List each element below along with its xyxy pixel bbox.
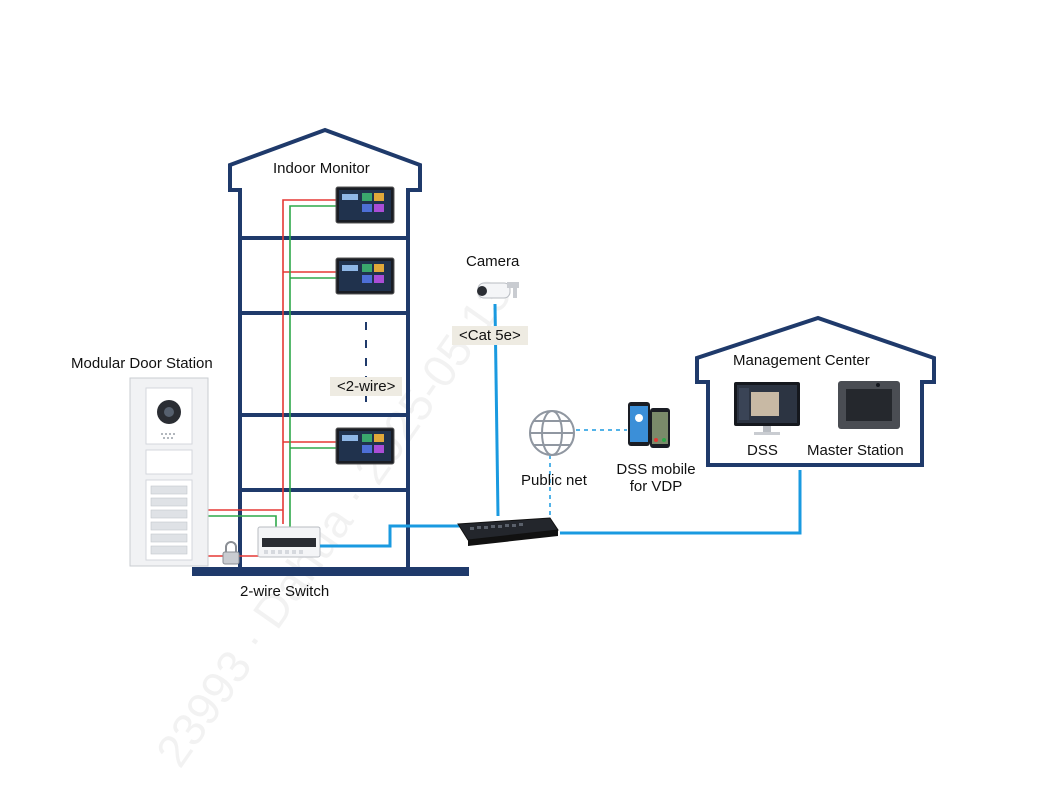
globe-icon — [529, 410, 575, 456]
management-center-label: Management Center — [733, 352, 870, 369]
dss-mobile-label: DSS mobile for VDP — [600, 461, 712, 495]
green-wire — [289, 205, 336, 528]
camera-device — [477, 282, 519, 299]
public-net-label: Public net — [521, 472, 587, 489]
red-wire — [282, 199, 336, 524]
green-wire — [208, 515, 277, 528]
camera-label: Camera — [466, 253, 520, 270]
master-station-device — [838, 381, 900, 429]
indoor-monitor-label: Indoor Monitor — [273, 160, 370, 177]
two-wire-tag: <2-wire> — [330, 377, 403, 396]
residential-building — [228, 127, 422, 568]
indoor-monitor-device — [335, 257, 395, 295]
dss-label: DSS — [747, 442, 778, 459]
two-wire-cabling — [208, 199, 336, 557]
management-link — [560, 470, 802, 535]
dss-computer-device — [734, 382, 800, 435]
master-station-label: Master Station — [807, 442, 904, 459]
building-outline — [228, 127, 422, 568]
two-wire-switch-label: 2-wire Switch — [240, 583, 330, 600]
poe-switch-device — [457, 517, 559, 546]
lock-icon — [222, 541, 240, 565]
cat5e-tag: <Cat 5e> — [452, 326, 528, 345]
two-wire-switch-device — [257, 526, 321, 558]
modular-door-station-label: Modular Door Station — [71, 355, 213, 372]
for-vdp-line: for VDP — [629, 478, 683, 495]
indoor-monitor-device — [335, 427, 395, 465]
ground-base — [192, 567, 469, 576]
smartphone-icon — [628, 402, 670, 448]
modular-door-station-device — [129, 377, 209, 567]
management-center-building — [695, 315, 936, 467]
switch-to-poe-link — [320, 524, 462, 548]
dss-mobile-line: DSS mobile — [616, 461, 696, 478]
indoor-monitor-device — [335, 186, 395, 224]
